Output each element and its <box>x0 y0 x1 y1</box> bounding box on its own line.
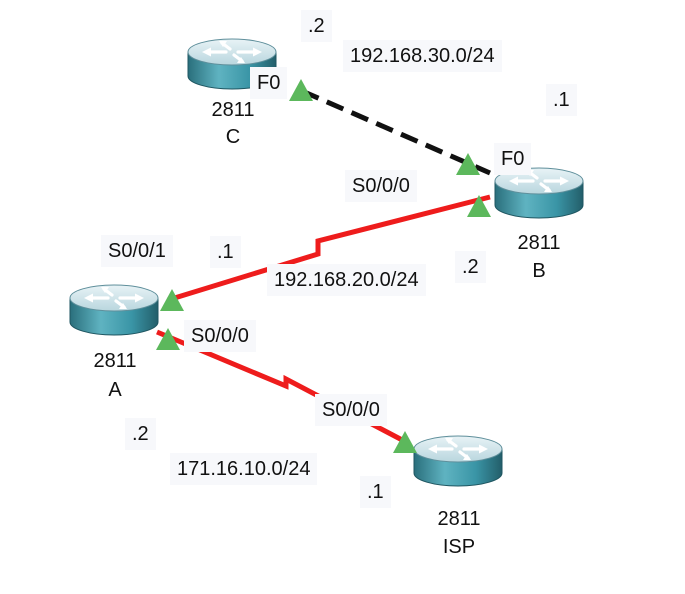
router-b-model: 2811 <box>517 232 561 254</box>
port-indicator-a-s000 <box>156 328 180 350</box>
host-address-a-s001: .1 <box>210 236 241 268</box>
port-indicator-b-f0 <box>456 153 480 175</box>
network-address-a-b: 192.168.20.0/24 <box>267 264 426 296</box>
router-a-icon[interactable] <box>68 283 160 337</box>
host-address-a-s000: .2 <box>125 418 156 450</box>
port-label-b-f0: F0 <box>494 143 532 175</box>
port-indicator-a-s001 <box>160 289 184 311</box>
port-label-b-s000: S0/0/0 <box>345 170 417 202</box>
port-label-isp-s000: S0/0/0 <box>315 394 387 426</box>
router-isp-icon[interactable] <box>412 434 504 488</box>
network-address-a-isp: 171.16.10.0/24 <box>170 453 318 485</box>
router-b-name: B <box>532 260 546 282</box>
port-indicator-isp-s000 <box>393 431 417 453</box>
serial-link-a-b[interactable] <box>167 194 491 303</box>
port-indicator-c-f0 <box>289 79 313 101</box>
router-isp-model: 2811 <box>437 508 481 530</box>
host-address-b-f0: .1 <box>546 84 577 116</box>
router-b-icon[interactable] <box>493 166 585 220</box>
network-address-c-b: 192.168.30.0/24 <box>343 40 502 72</box>
host-address-b-s000: .2 <box>455 251 486 283</box>
router-isp-name: ISP <box>442 536 476 558</box>
host-address-isp-s000: .1 <box>360 476 391 508</box>
port-label-c-f0: F0 <box>250 67 288 99</box>
port-label-a-s000: S0/0/0 <box>184 320 256 352</box>
router-a-name: A <box>108 379 122 401</box>
ethernet-link-c-b[interactable] <box>301 88 491 176</box>
host-address-c-f0: .2 <box>301 10 332 42</box>
port-indicator-b-s000 <box>467 195 491 217</box>
port-label-a-s001: S0/0/1 <box>101 235 173 267</box>
router-c-model: 2811 <box>211 99 255 121</box>
router-c-name: C <box>225 126 241 148</box>
router-a-model: 2811 <box>93 350 137 372</box>
